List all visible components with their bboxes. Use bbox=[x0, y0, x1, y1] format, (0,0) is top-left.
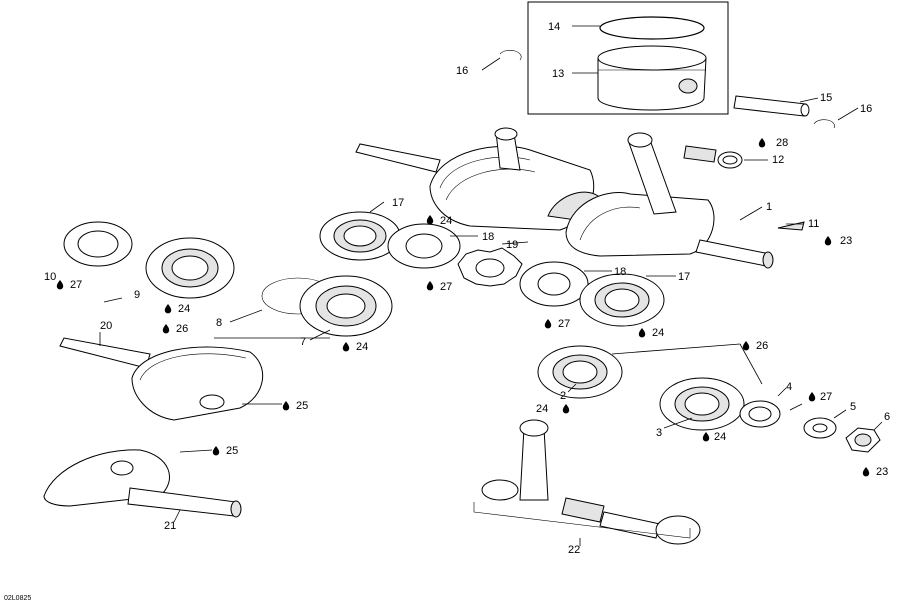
bearing-17-upper bbox=[319, 211, 401, 261]
oil-drop-icon bbox=[702, 432, 710, 442]
callout-17-upper: 17 bbox=[392, 197, 404, 209]
callout-28: 28 bbox=[776, 137, 788, 149]
bearing-2 bbox=[537, 345, 623, 399]
callout-24-mid: 24 bbox=[356, 341, 368, 353]
callout-26-right: 26 bbox=[756, 340, 768, 352]
oil-drop-icon bbox=[758, 138, 766, 148]
callout-22: 22 bbox=[568, 544, 580, 556]
callout-14: 14 bbox=[548, 21, 560, 33]
bearing-7 bbox=[299, 275, 393, 337]
seal-18-lower bbox=[519, 261, 589, 307]
callout-20: 20 bbox=[100, 320, 112, 332]
oil-drop-icon bbox=[862, 467, 870, 477]
piston-pin bbox=[733, 95, 810, 117]
callout-16-right: 16 bbox=[860, 103, 872, 115]
callout-18-upper: 18 bbox=[482, 231, 494, 243]
oil-drop-icon bbox=[638, 328, 646, 338]
oil-drop-icon bbox=[342, 342, 350, 352]
callout-24-upper: 24 bbox=[440, 215, 452, 227]
callout-27-center: 27 bbox=[440, 281, 452, 293]
callout-19: 19 bbox=[506, 239, 518, 251]
callout-26-left: 26 bbox=[176, 323, 188, 335]
callout-24-2: 24 bbox=[536, 403, 548, 415]
bearing-3 bbox=[659, 377, 745, 431]
seal-18-upper bbox=[387, 223, 461, 269]
oil-drop-icon bbox=[282, 401, 290, 411]
callout-12: 12 bbox=[772, 154, 784, 166]
crankshaft-assembly bbox=[355, 127, 774, 269]
callout-18-lower: 18 bbox=[614, 266, 626, 278]
callout-3: 3 bbox=[656, 427, 662, 439]
figure-reference: 02L0825 bbox=[4, 595, 31, 602]
oil-drop-icon bbox=[56, 280, 64, 290]
callout-24-3: 24 bbox=[714, 431, 726, 443]
oil-drop-icon bbox=[824, 236, 832, 246]
callout-27-lower: 27 bbox=[558, 318, 570, 330]
gear-19 bbox=[457, 247, 523, 287]
oil-drop-icon bbox=[162, 324, 170, 334]
oil-drop-icon bbox=[164, 304, 172, 314]
woodruff-key bbox=[777, 221, 805, 231]
callout-6: 6 bbox=[884, 411, 890, 423]
circlip-left bbox=[499, 50, 522, 61]
bracket-22 bbox=[473, 502, 691, 539]
bearing-9 bbox=[145, 237, 235, 299]
callout-27-left: 27 bbox=[70, 279, 82, 291]
callout-1: 1 bbox=[766, 201, 772, 213]
callout-16-left: 16 bbox=[456, 65, 468, 77]
oil-drop-icon bbox=[544, 319, 552, 329]
callout-27-right: 27 bbox=[820, 391, 832, 403]
oil-drop-icon bbox=[212, 446, 220, 456]
piston-ring bbox=[599, 16, 705, 40]
callout-5: 5 bbox=[850, 401, 856, 413]
callout-13: 13 bbox=[552, 68, 564, 80]
crankshaft-half-21 bbox=[43, 449, 242, 518]
callout-23-lower: 23 bbox=[876, 466, 888, 478]
callout-17-lower: 17 bbox=[678, 271, 690, 283]
callout-7: 7 bbox=[300, 336, 306, 348]
callout-25-upper: 25 bbox=[296, 400, 308, 412]
callout-8: 8 bbox=[216, 317, 222, 329]
callout-10: 10 bbox=[44, 271, 56, 283]
callout-2: 2 bbox=[560, 390, 566, 402]
callout-24-left: 24 bbox=[178, 303, 190, 315]
callout-9: 9 bbox=[134, 289, 140, 301]
washer-5 bbox=[803, 417, 837, 439]
circlip-right bbox=[813, 119, 835, 129]
seal-10 bbox=[63, 221, 133, 267]
leader-lines bbox=[99, 25, 883, 546]
callout-11: 11 bbox=[808, 218, 819, 230]
callout-24-right: 24 bbox=[652, 327, 664, 339]
piston-group-box bbox=[527, 1, 729, 115]
connecting-rod-assembly bbox=[481, 419, 701, 545]
callout-25-lower: 25 bbox=[226, 445, 238, 457]
oil-drop-icon bbox=[742, 341, 750, 351]
callouts: 14 13 16 15 16 28 12 1 11 23 17 24 18 19… bbox=[44, 21, 890, 556]
crankshaft-half-20 bbox=[59, 337, 264, 421]
oil-drop-icon bbox=[426, 215, 434, 225]
piston bbox=[597, 45, 707, 111]
needle-bearing-small bbox=[683, 145, 743, 169]
callout-15: 15 bbox=[820, 92, 832, 104]
oil-drop-icon bbox=[562, 404, 570, 414]
seal-4 bbox=[739, 400, 781, 428]
oil-drop-icon bbox=[808, 392, 816, 402]
bearing-17-lower bbox=[579, 273, 665, 327]
callout-23-upper: 23 bbox=[840, 235, 852, 247]
callout-21: 21 bbox=[164, 520, 176, 532]
callout-4: 4 bbox=[786, 381, 792, 393]
oil-drop-icon bbox=[426, 281, 434, 291]
nut-6 bbox=[845, 427, 881, 453]
